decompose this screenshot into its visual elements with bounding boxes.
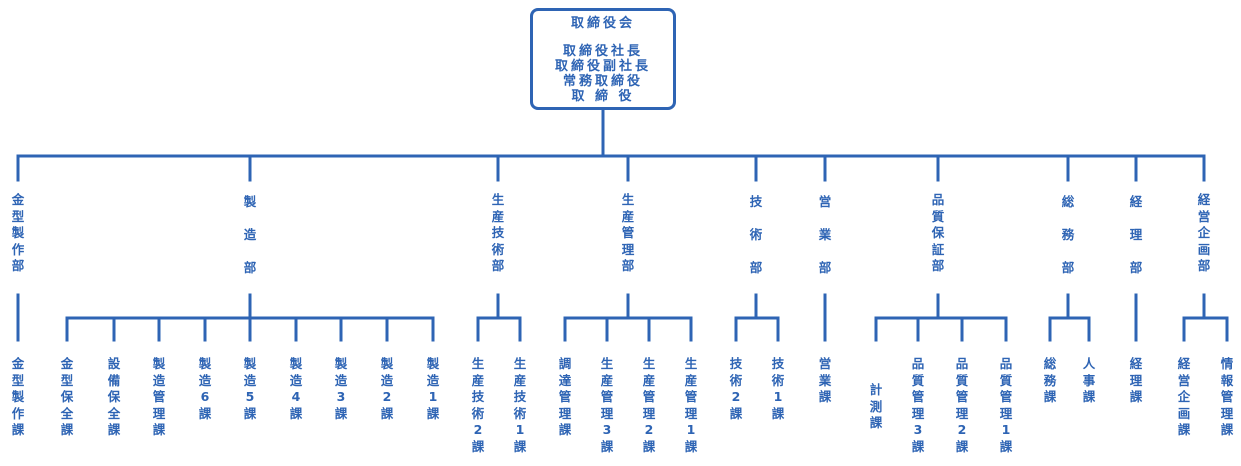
section-label: 製造3課	[334, 356, 348, 421]
department-label: 品質保証部	[931, 192, 945, 273]
department-label: 製造部	[243, 194, 257, 275]
section-label: 生産技術1課	[513, 356, 527, 454]
section-label: 製造1課	[426, 356, 440, 421]
section-label: 人事課	[1082, 356, 1096, 404]
section-label: 生産管理2課	[642, 356, 656, 454]
section-label: 金型保全課	[60, 356, 74, 437]
department-label: 生産技術部	[491, 192, 505, 273]
section-label: 情報管理課	[1220, 356, 1234, 437]
section-label: 生産技術2課	[471, 356, 485, 454]
department-label: 技術部	[749, 194, 763, 275]
section-label: 製造6課	[198, 356, 212, 421]
department-label: 経営企画部	[1197, 192, 1211, 273]
section-label: 品質管理3課	[911, 356, 925, 454]
section-label: 製造4課	[289, 356, 303, 421]
section-label: 製造管理課	[152, 356, 166, 437]
section-label: 技術1課	[771, 356, 785, 421]
board-box: 取締役会 取締役社長 取締役副社長 常務取締役 取 締 役	[530, 8, 676, 110]
board-title: 取締役会	[570, 16, 635, 31]
section-label: 生産管理1課	[684, 356, 698, 454]
board-member: 常務取締役	[562, 74, 643, 89]
section-label: 金型製作課	[11, 356, 25, 437]
department-label: 金型製作部	[11, 192, 25, 273]
section-label: 総務課	[1043, 356, 1057, 404]
department-label: 総務部	[1061, 194, 1075, 275]
section-label: 営業課	[818, 356, 832, 404]
section-label: 計測課	[869, 382, 883, 430]
section-label: 生産管理3課	[600, 356, 614, 454]
section-label: 調達管理課	[558, 356, 572, 437]
section-label: 技術2課	[729, 356, 743, 421]
board-member: 取 締 役	[571, 89, 635, 104]
department-label: 生産管理部	[621, 192, 635, 273]
board-member: 取締役副社長	[554, 59, 651, 74]
section-label: 製造5課	[243, 356, 257, 421]
department-label: 営業部	[818, 194, 832, 275]
section-label: 品質管理1課	[999, 356, 1013, 454]
section-label: 経営企画課	[1177, 356, 1191, 437]
section-label: 設備保全課	[107, 356, 121, 437]
section-label: 品質管理2課	[955, 356, 969, 454]
board-member: 取締役社長	[562, 44, 643, 59]
department-label: 経理部	[1129, 194, 1143, 275]
section-label: 経理課	[1129, 356, 1143, 404]
section-label: 製造2課	[380, 356, 394, 421]
